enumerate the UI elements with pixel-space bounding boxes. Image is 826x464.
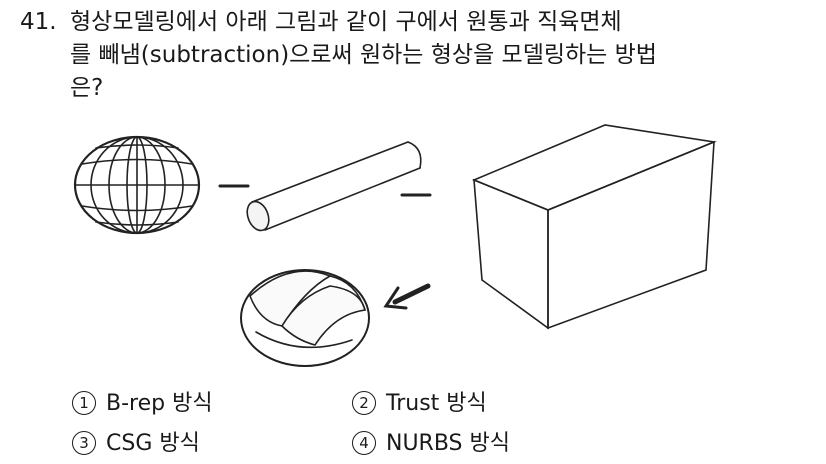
result-arrow-icon: [383, 283, 431, 310]
wireframe-sphere-icon: [73, 135, 201, 235]
cylinder-icon: [246, 141, 422, 232]
question-line-2: 를 빼냄(subtraction)으로써 원하는 형상을 모델링하는 방법: [20, 39, 810, 72]
choice-number-3: 3: [72, 431, 96, 455]
choice-1[interactable]: 1 B-rep 방식: [72, 386, 213, 422]
question-line-3-text: 은?: [70, 75, 104, 101]
question-line-3: 은?: [20, 72, 810, 105]
choice-number-2: 2: [352, 391, 376, 415]
figure-drawing: [73, 124, 717, 367]
question-line-1: 41. 형상모델링에서 아래 그림과 같이 구에서 원통과 직육면체: [20, 6, 810, 39]
choice-label-1: B-rep 방식: [106, 391, 213, 416]
cuboid-icon: [471, 124, 717, 330]
question-text: 41. 형상모델링에서 아래 그림과 같이 구에서 원통과 직육면체 를 빼냄(s…: [20, 6, 810, 105]
question-number: 41.: [20, 9, 57, 35]
choice-label-2: Trust 방식: [386, 391, 487, 416]
choice-2[interactable]: 2 Trust 방식: [352, 386, 487, 422]
choice-label-3: CSG 방식: [106, 431, 200, 456]
result-shape-icon: [240, 269, 370, 367]
csg-subtraction-figure: [60, 100, 740, 372]
choice-label-4: NURBS 방식: [386, 431, 510, 456]
choice-number-4: 4: [352, 431, 376, 455]
choice-3[interactable]: 3 CSG 방식: [72, 426, 200, 462]
choice-number-1: 1: [72, 391, 96, 415]
question-line-1-text: 형상모델링에서 아래 그림과 같이 구에서 원통과 직육면체: [70, 9, 622, 35]
choice-4[interactable]: 4 NURBS 방식: [352, 426, 510, 462]
question-line-2-text: 를 빼냄(subtraction)으로써 원하는 형상을 모델링하는 방법: [70, 42, 657, 68]
